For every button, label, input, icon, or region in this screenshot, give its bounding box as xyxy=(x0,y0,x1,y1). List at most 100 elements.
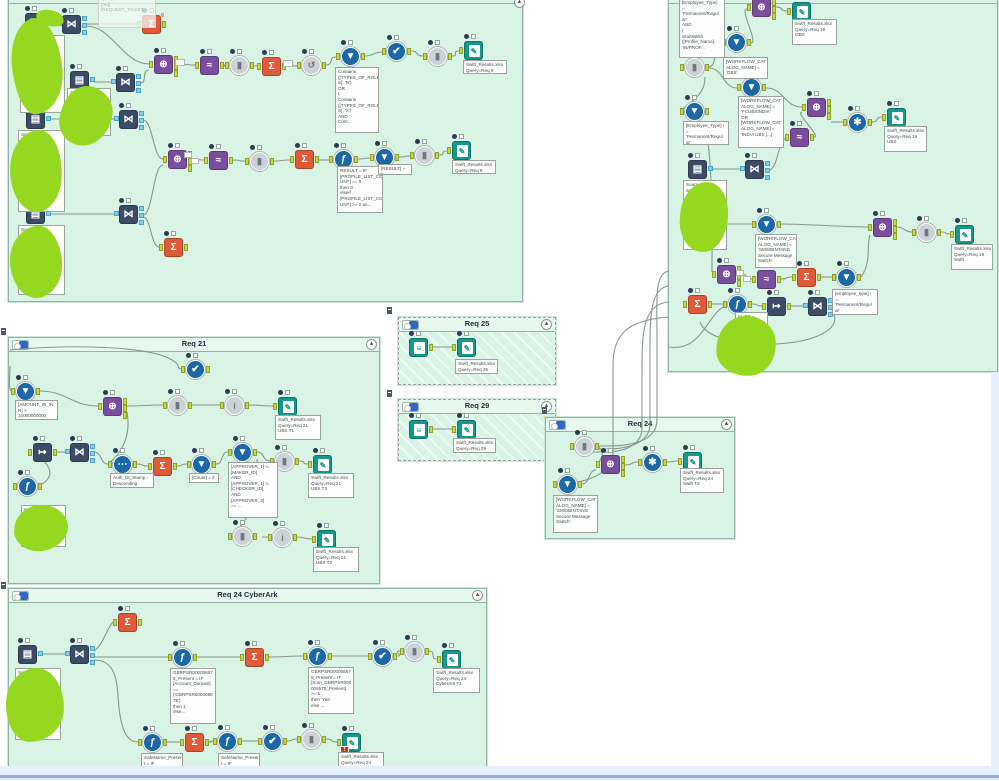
anchor[interactable] xyxy=(90,458,95,463)
anchor[interactable] xyxy=(595,443,599,450)
anchor[interactable] xyxy=(180,739,184,746)
anchor[interactable] xyxy=(337,739,341,746)
anchor[interactable] xyxy=(817,274,821,281)
anchor[interactable] xyxy=(163,739,167,746)
unique-tr-tool[interactable]: ✱ xyxy=(843,106,872,132)
select-a2-tool[interactable]: ▮ xyxy=(423,40,452,66)
container-req24-header[interactable]: Req 24 xyxy=(546,418,734,432)
anchor[interactable] xyxy=(303,653,307,660)
anchor[interactable] xyxy=(206,366,210,373)
anchor[interactable] xyxy=(361,53,365,60)
join-multiple-tr-3-tool[interactable]: ⊕ xyxy=(868,211,897,240)
union-tr-3-tool[interactable]: ≈ xyxy=(752,263,781,289)
anchor[interactable] xyxy=(752,276,756,283)
anchor[interactable] xyxy=(772,6,776,13)
anchor[interactable] xyxy=(245,158,249,165)
anchor[interactable] xyxy=(708,166,713,171)
anchor[interactable] xyxy=(46,116,51,121)
info-r21-2-tool[interactable]: i xyxy=(268,521,297,547)
filter-sms-tool[interactable]: ▼ xyxy=(752,208,781,234)
anchor[interactable] xyxy=(258,738,262,745)
anchor[interactable] xyxy=(204,157,208,164)
join-multiple-tr-4-tool[interactable]: ⊕ xyxy=(712,258,741,287)
test-r21-tool[interactable]: ✔ xyxy=(181,353,210,379)
anchor[interactable] xyxy=(220,62,224,69)
anchor[interactable] xyxy=(188,402,192,409)
output-req19-swift-tool[interactable]: ✎ xyxy=(950,218,974,244)
anchor[interactable] xyxy=(283,738,287,745)
formula-r21-tool[interactable]: ƒ xyxy=(13,470,42,496)
anchor[interactable] xyxy=(253,449,257,456)
select-tr-tool[interactable]: ▮ xyxy=(680,51,709,77)
anchor[interactable] xyxy=(410,152,414,159)
container-req25-header[interactable]: Req 25 xyxy=(399,318,555,332)
container-req21-header[interactable]: Req 21 xyxy=(9,338,379,352)
anchor[interactable] xyxy=(245,402,249,409)
anchor[interactable] xyxy=(827,106,831,113)
anchor[interactable] xyxy=(787,303,791,310)
anchor[interactable] xyxy=(297,736,301,743)
join-multiple-tr-top-tool[interactable]: ⊕ xyxy=(747,0,776,20)
anchor[interactable] xyxy=(810,134,814,141)
anchor[interactable] xyxy=(893,233,897,240)
anchor[interactable] xyxy=(111,79,116,84)
select-a-tool[interactable]: ▮ xyxy=(225,49,254,75)
container-req25[interactable]: Req 25 xyxy=(397,316,557,386)
anchor[interactable] xyxy=(553,481,557,488)
filter-req24-tool[interactable]: ▼ xyxy=(553,468,582,494)
anchor[interactable] xyxy=(832,274,836,281)
collapse-button[interactable]: ▴ xyxy=(472,590,483,601)
join-multiple-r21-tool[interactable]: ⊕ xyxy=(98,390,127,419)
anchor[interactable] xyxy=(322,736,326,743)
anchor[interactable] xyxy=(748,301,752,308)
select-tr-2-tool[interactable]: ▮ xyxy=(912,216,941,242)
summarize-r21-tool[interactable]: Σ xyxy=(148,450,177,476)
anchor[interactable] xyxy=(108,461,112,468)
summarize-ca-top-tool[interactable]: Σ xyxy=(113,606,142,632)
union-b-tool[interactable]: ≈ xyxy=(204,144,233,170)
test-a-tool[interactable]: ✔ xyxy=(382,35,411,61)
output-req19-gbs-tool[interactable]: ✎ xyxy=(787,2,811,21)
summarize-dead-tool[interactable]: Σ xyxy=(159,231,188,257)
join-multiple-a-tool[interactable]: ⊕ xyxy=(149,48,178,77)
container-req24-cyberark-enable-toggle[interactable] xyxy=(12,591,29,601)
anchor[interactable] xyxy=(772,0,776,6)
anchor[interactable] xyxy=(268,534,272,541)
anchor[interactable] xyxy=(65,651,70,656)
anchor[interactable] xyxy=(273,403,277,410)
anchor[interactable] xyxy=(228,533,232,540)
anchor[interactable] xyxy=(459,47,463,54)
unique-req24-tool[interactable]: ✱ xyxy=(638,446,667,472)
input-req29-tool[interactable]: ≡ xyxy=(409,413,433,439)
union-a-tool[interactable]: ≈ xyxy=(195,49,224,75)
anchor[interactable] xyxy=(98,403,102,410)
select-req24-tool[interactable]: ▮ xyxy=(570,430,599,456)
output-req9-ubs-tool[interactable]: ✎ xyxy=(459,34,483,60)
anchor[interactable] xyxy=(90,77,95,82)
anchor[interactable] xyxy=(225,62,229,69)
anchor[interactable] xyxy=(452,426,456,433)
anchor[interactable] xyxy=(13,483,17,490)
anchor[interactable] xyxy=(437,656,441,663)
anchor[interactable] xyxy=(663,459,667,466)
anchor[interactable] xyxy=(315,156,319,163)
anchor[interactable] xyxy=(136,88,141,93)
select-b-tool[interactable]: ▮ xyxy=(245,145,274,171)
filter-approver-tool[interactable]: ▼ xyxy=(228,436,257,462)
anchor[interactable] xyxy=(328,653,332,660)
crosstab-a-tool[interactable]: ↺ xyxy=(297,49,326,75)
container-req24-cyberark[interactable]: Req 24 CyberArk xyxy=(7,587,488,769)
join-indb-tr-tool[interactable]: ⋈ xyxy=(740,153,770,180)
anchor[interactable] xyxy=(136,74,141,79)
anchor[interactable] xyxy=(312,536,316,543)
anchor[interactable] xyxy=(149,61,153,68)
join-indb-r21-tool[interactable]: ⋈ xyxy=(65,436,95,463)
formula-ca-3-tool[interactable]: ƒ xyxy=(138,726,167,752)
summarize-b-tool[interactable]: Σ xyxy=(290,143,319,169)
filter-tr-3-tool[interactable]: ▼ xyxy=(680,95,709,121)
output-req19-ubs-tool[interactable]: ✎ xyxy=(882,101,906,127)
anchor[interactable] xyxy=(90,451,95,456)
anchor[interactable] xyxy=(425,648,429,655)
anchor[interactable] xyxy=(90,653,95,658)
anchor[interactable] xyxy=(435,152,439,159)
